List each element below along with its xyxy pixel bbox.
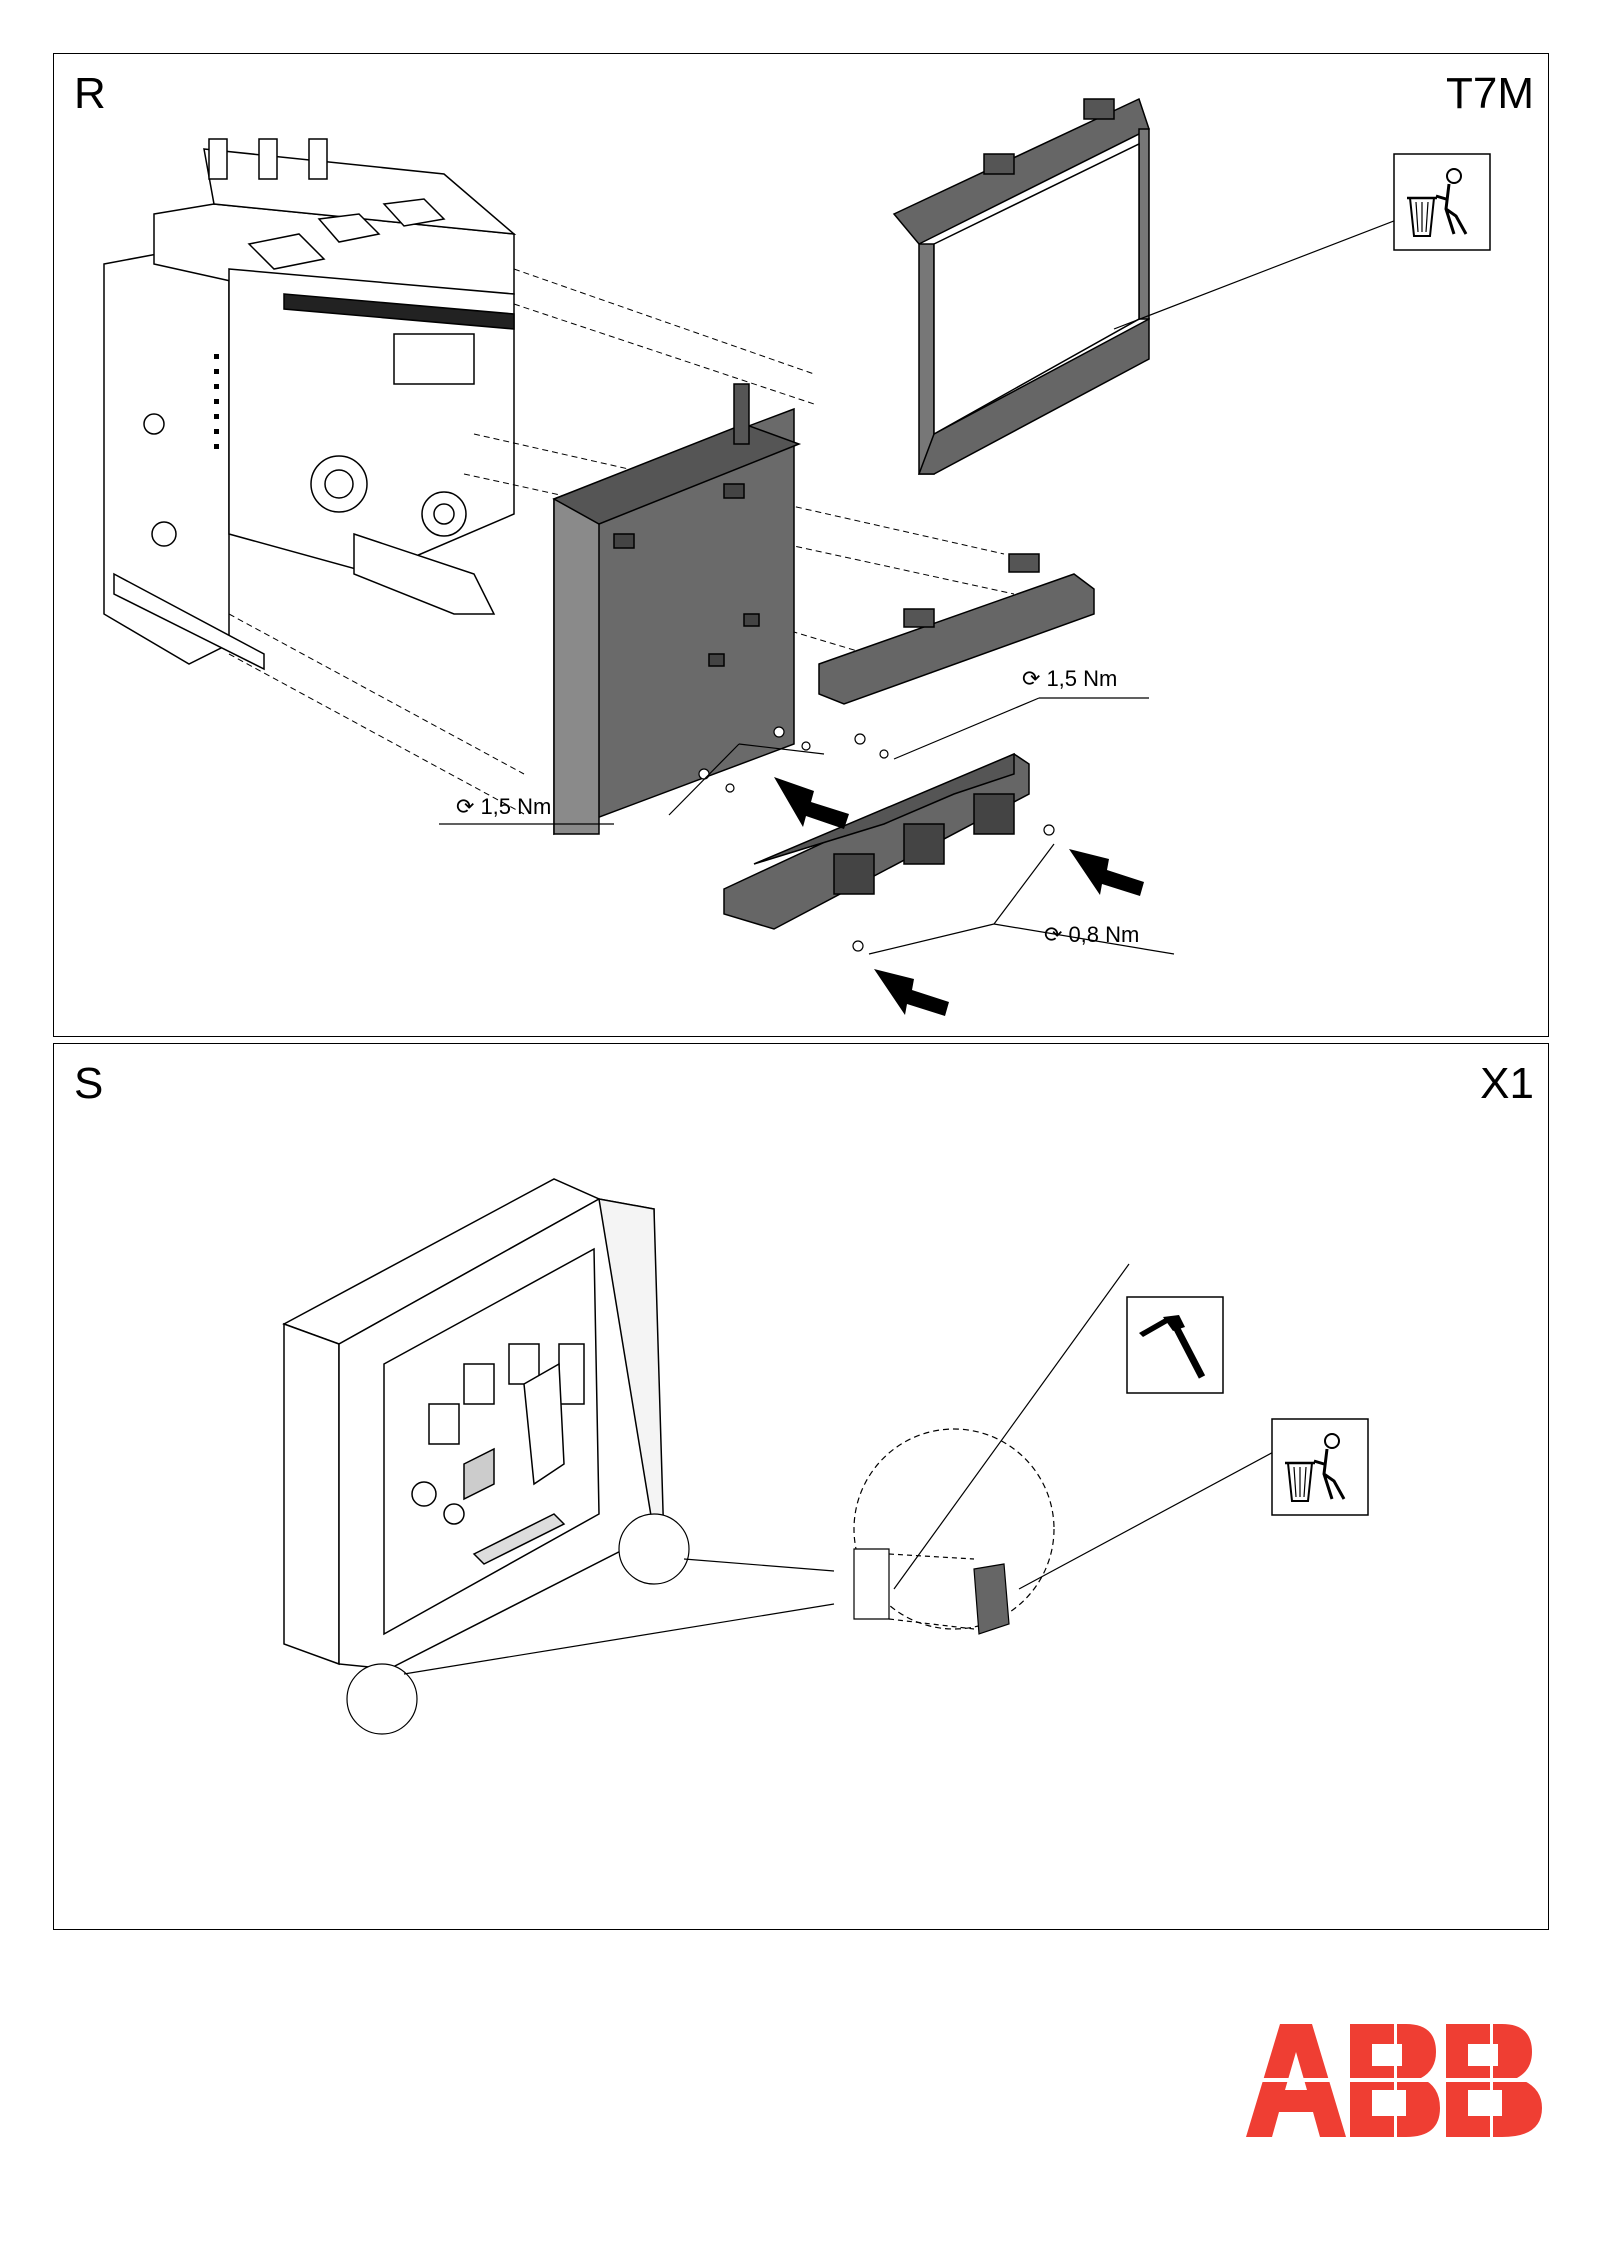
rotation-icon: ⟳ — [1022, 666, 1041, 691]
zoom-detail — [853, 1548, 1010, 1635]
torque-value: 1,5 Nm — [1046, 666, 1118, 691]
panel-s-letter: S — [74, 1059, 104, 1108]
rotation-icon: ⟳ — [1044, 922, 1063, 947]
screws — [698, 726, 1055, 952]
frame-part — [892, 97, 1150, 475]
breaker-body — [103, 138, 517, 671]
abb-logo — [1246, 2024, 1542, 2137]
panel-r-model: T7M — [1446, 69, 1534, 118]
panel-s-model: X1 — [1480, 1059, 1534, 1108]
torque-value: 1,5 Nm — [480, 794, 552, 819]
torque-value: 0,8 Nm — [1068, 922, 1140, 947]
panel-r-illustration — [103, 97, 1491, 1016]
panel-s: S X1 — [53, 1043, 1549, 1930]
torque-label-bottom: ⟳ 0,8 Nm — [1044, 922, 1139, 948]
hammer-icon — [1126, 1296, 1224, 1394]
dispose-bin-icon — [1393, 153, 1491, 251]
panel-s-illustration — [282, 1178, 1369, 1735]
step-arrows — [774, 777, 1144, 1016]
panel-r: R T7M — [53, 53, 1549, 1037]
panel-r-letter: R — [74, 69, 106, 118]
rear-cover — [552, 383, 802, 836]
cradle-box — [282, 1178, 665, 1670]
bottom-cover — [723, 752, 1030, 930]
detail-lines — [403, 1263, 1280, 1675]
torque-label-top: ⟳ 1,5 Nm — [1022, 666, 1117, 692]
leader-lines — [439, 697, 1175, 955]
torque-label-left: ⟳ 1,5 Nm — [456, 794, 551, 820]
middle-bar — [818, 553, 1095, 705]
rotation-icon: ⟳ — [456, 794, 475, 819]
breaker-details — [214, 354, 219, 449]
dispose-bin-icon — [1271, 1418, 1369, 1516]
